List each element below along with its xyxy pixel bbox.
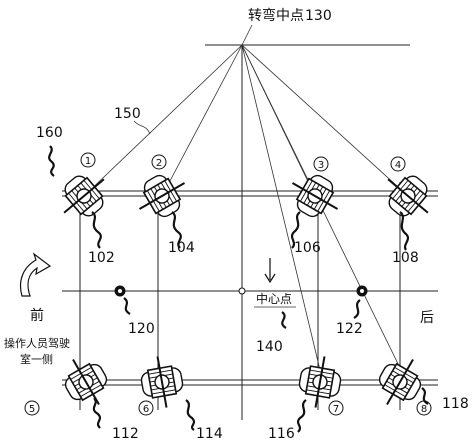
wheel-ref-112: 112 bbox=[92, 397, 139, 442]
svg-text:5: 5 bbox=[29, 404, 35, 415]
wheel-ref-114: 114 bbox=[185, 399, 223, 442]
svg-text:2: 2 bbox=[156, 158, 162, 169]
guide-line-1 bbox=[83, 44, 243, 197]
wheel-ref-108: 108 bbox=[392, 211, 419, 266]
wheel-number-1: 1 bbox=[80, 152, 96, 168]
wheel-ref-104: 104 bbox=[168, 211, 195, 256]
guide-ref-callout: 150 bbox=[114, 106, 151, 135]
svg-text:3: 3 bbox=[318, 160, 324, 171]
rear-label: 后 bbox=[420, 310, 434, 326]
wheel-refs: 102 104 106 108 112 114 116 118 bbox=[88, 211, 469, 442]
wheel-number-4: 4 bbox=[390, 156, 406, 172]
svg-text:106: 106 bbox=[294, 240, 321, 256]
wheel-number-6: 6 bbox=[138, 400, 154, 416]
svg-text:4: 4 bbox=[395, 160, 401, 171]
front-label: 前 bbox=[30, 307, 44, 324]
wheel-ref-106: 106 bbox=[290, 211, 321, 256]
axis-mark-120: 120 bbox=[114, 285, 155, 337]
operator-side-line1: 操作人员驾驶 bbox=[4, 336, 70, 350]
guide-ref-leader bbox=[133, 120, 151, 135]
center-point-callout: 中心点 140 bbox=[238, 258, 296, 355]
axis-mark-122-label: 122 bbox=[336, 321, 363, 337]
wheel-ref-116: 116 bbox=[268, 399, 307, 442]
svg-text:116: 116 bbox=[268, 426, 295, 442]
guide-line-4 bbox=[241, 44, 409, 197]
turn-center-label: 转弯中点 bbox=[248, 7, 304, 24]
svg-text:112: 112 bbox=[112, 426, 139, 442]
turn-center-leader bbox=[241, 24, 253, 46]
wheel-callout-160: 160 bbox=[36, 125, 63, 177]
wheel-5 bbox=[54, 348, 118, 416]
turn-center-ref: 130 bbox=[305, 8, 332, 24]
turn-center-callout: 转弯中点 130 bbox=[241, 7, 332, 46]
svg-text:108: 108 bbox=[392, 250, 419, 266]
wheel-number-7: 7 bbox=[328, 400, 344, 416]
frame bbox=[62, 44, 438, 420]
axis-mark-122: 122 bbox=[336, 285, 368, 337]
wheel-number-3: 3 bbox=[313, 156, 329, 172]
svg-text:114: 114 bbox=[196, 426, 223, 442]
direction-arrow bbox=[19, 252, 52, 297]
operator-side-line2: 室一侧 bbox=[20, 352, 53, 366]
guide-line-7 bbox=[241, 44, 321, 371]
wheel-ref-118: 118 bbox=[421, 387, 469, 412]
wheel-ref-102: 102 bbox=[88, 211, 115, 266]
wheel-number-badges: 1 2 3 4 5 6 7 8 bbox=[24, 152, 432, 416]
center-point-label: 中心点 bbox=[256, 291, 292, 306]
svg-text:6: 6 bbox=[143, 404, 149, 415]
svg-text:104: 104 bbox=[168, 240, 195, 256]
wheel-number-5: 5 bbox=[24, 400, 40, 416]
svg-text:7: 7 bbox=[333, 404, 339, 415]
wheel-callout-160-squiggle bbox=[48, 145, 55, 177]
center-point-ref: 140 bbox=[256, 339, 283, 355]
wheel-number-2: 2 bbox=[151, 154, 167, 170]
operator-side-label: 操作人员驾驶 室一侧 bbox=[4, 336, 70, 366]
svg-text:102: 102 bbox=[88, 250, 115, 266]
svg-text:118: 118 bbox=[442, 396, 469, 412]
guide-ref: 150 bbox=[114, 106, 141, 122]
axis-mark-120-label: 120 bbox=[128, 321, 155, 337]
svg-text:1: 1 bbox=[85, 156, 91, 167]
wheel-callout-160-label: 160 bbox=[36, 125, 63, 141]
guide-line-2 bbox=[161, 44, 243, 197]
wheel-number-8: 8 bbox=[416, 400, 432, 416]
svg-text:8: 8 bbox=[421, 404, 427, 415]
